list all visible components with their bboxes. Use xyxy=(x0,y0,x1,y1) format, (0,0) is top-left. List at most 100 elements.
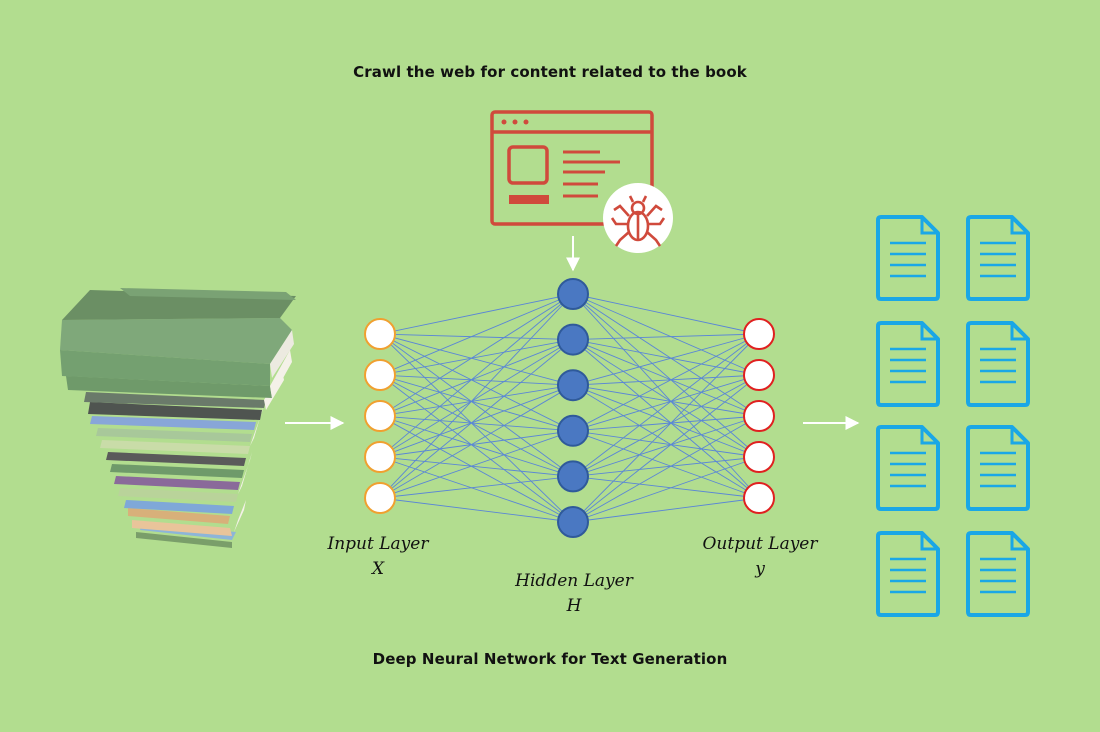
hidden-output-edge xyxy=(572,339,760,376)
hidden-output-edge xyxy=(572,333,760,523)
hidden-node xyxy=(557,323,589,356)
hidden-output-edge xyxy=(572,430,760,499)
output-node xyxy=(743,441,775,473)
hidden-node xyxy=(557,369,589,402)
input-hidden-edge xyxy=(379,384,574,417)
input-hidden-edge xyxy=(379,456,574,477)
input-hidden-edge xyxy=(379,333,574,386)
hidden-output-edge xyxy=(572,475,760,499)
input-hidden-edge xyxy=(379,293,574,335)
output-documents xyxy=(876,215,1030,617)
hidden-output-edge xyxy=(572,415,760,477)
output-layer-name: Output Layer xyxy=(702,534,818,554)
input-hidden-edge xyxy=(379,293,574,458)
output-node xyxy=(743,359,775,391)
hidden-output-edge xyxy=(572,333,760,386)
input-hidden-edge xyxy=(379,333,574,341)
hidden-node xyxy=(557,506,589,538)
input-hidden-edge xyxy=(379,339,574,499)
hidden-output-edge xyxy=(572,374,760,386)
document-icon xyxy=(876,531,940,617)
hidden-output-edge xyxy=(572,497,760,523)
neural-network xyxy=(364,278,775,538)
input-hidden-edge xyxy=(379,293,574,499)
hidden-layer-symbol: H xyxy=(566,596,582,616)
input-hidden-edge xyxy=(379,415,574,523)
input-hidden-edge xyxy=(379,430,574,499)
output-node xyxy=(743,400,775,432)
hidden-output-edge xyxy=(572,430,760,458)
hidden-node xyxy=(557,460,589,493)
hidden-output-edge xyxy=(572,374,760,523)
hidden-output-edge xyxy=(572,333,760,477)
output-node xyxy=(743,482,775,514)
input-hidden-edge xyxy=(379,497,574,523)
document-icon xyxy=(876,215,940,301)
input-layer-symbol: X xyxy=(371,559,385,579)
input-layer-name: Input Layer xyxy=(327,534,429,554)
network-edges xyxy=(379,293,760,523)
input-hidden-edge xyxy=(379,339,574,458)
input-hidden-edge xyxy=(379,339,574,417)
hidden-output-edge xyxy=(572,339,760,458)
hidden-output-edge xyxy=(572,456,760,477)
document-icon xyxy=(966,321,1030,407)
hidden-output-edge xyxy=(572,374,760,432)
hidden-output-edge xyxy=(572,339,760,499)
input-node xyxy=(364,359,396,391)
input-hidden-edge xyxy=(379,374,574,432)
input-hidden-edge xyxy=(379,430,574,458)
output-layer-symbol: y xyxy=(755,559,765,579)
hidden-output-edge xyxy=(572,384,760,458)
input-hidden-edge xyxy=(379,374,574,523)
document-icon xyxy=(966,215,1030,301)
input-node xyxy=(364,482,396,514)
input-node xyxy=(364,441,396,473)
hidden-output-edge xyxy=(572,293,760,417)
input-node xyxy=(364,400,396,432)
input-hidden-edge xyxy=(379,384,574,458)
input-node xyxy=(364,318,396,350)
hidden-output-edge xyxy=(572,339,760,417)
input-hidden-edge xyxy=(379,456,574,523)
crawl-title: Crawl the web for content related to the… xyxy=(353,63,747,81)
hidden-output-edge xyxy=(572,293,760,376)
hidden-output-edge xyxy=(572,293,760,335)
input-hidden-edge xyxy=(379,384,574,499)
hidden-output-edge xyxy=(572,415,760,523)
input-hidden-edge xyxy=(379,415,574,477)
hidden-output-edge xyxy=(572,384,760,499)
hidden-layer-label: Hidden Layer H xyxy=(494,569,654,619)
book-stack-icon xyxy=(60,288,296,548)
input-hidden-edge xyxy=(379,333,574,477)
network-nodes xyxy=(364,278,775,538)
document-icon xyxy=(876,321,940,407)
hidden-output-edge xyxy=(572,384,760,417)
input-hidden-edge xyxy=(379,374,574,386)
input-hidden-edge xyxy=(379,415,574,432)
hidden-output-edge xyxy=(572,333,760,341)
web-crawler-spider-icon xyxy=(490,110,673,253)
hidden-layer-name: Hidden Layer xyxy=(515,571,633,591)
network-title: Deep Neural Network for Text Generation xyxy=(372,650,728,668)
hidden-output-edge xyxy=(572,374,760,477)
input-hidden-edge xyxy=(379,475,574,499)
input-hidden-edge xyxy=(379,293,574,376)
hidden-output-edge xyxy=(572,456,760,523)
hidden-output-edge xyxy=(572,333,760,432)
document-icon xyxy=(966,531,1030,617)
input-layer-label: Input Layer X xyxy=(298,532,458,582)
hidden-node xyxy=(557,278,589,310)
input-hidden-edge xyxy=(379,333,574,523)
input-hidden-edge xyxy=(379,293,574,417)
document-icon xyxy=(876,425,940,511)
hidden-node xyxy=(557,414,589,447)
document-icon xyxy=(966,425,1030,511)
hidden-output-edge xyxy=(572,293,760,499)
output-layer-label: Output Layer y xyxy=(680,532,840,582)
output-node xyxy=(743,318,775,350)
hidden-output-edge xyxy=(572,415,760,432)
input-hidden-edge xyxy=(379,339,574,376)
input-hidden-edge xyxy=(379,374,574,477)
